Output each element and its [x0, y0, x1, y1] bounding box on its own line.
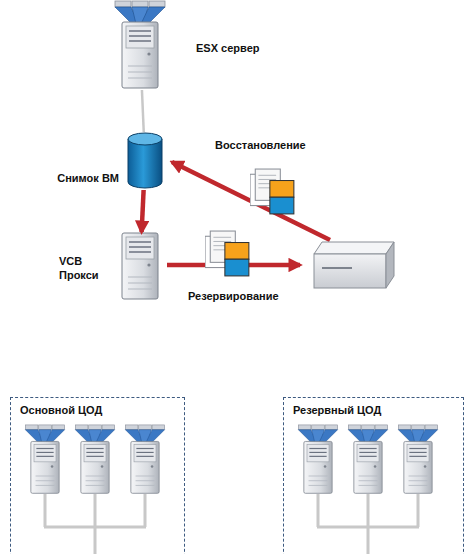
reserve-dc-servers: [398, 425, 437, 493]
restore-arrow: [172, 162, 330, 240]
esx-server: ESX сервер: [112, 0, 168, 90]
connector-line: [142, 190, 144, 232]
connector-line: [142, 90, 144, 132]
backup-label: Резервирование: [188, 289, 279, 303]
cylinder-body: [128, 139, 162, 188]
backup-package-icon: [250, 169, 294, 214]
reserve-dc-servers: [298, 425, 337, 493]
backup-package-icon: [205, 231, 249, 276]
server-icon: [115, 1, 165, 88]
reserve-dc-servers: [348, 425, 387, 493]
node-label: Основной ЦОД: [20, 403, 102, 417]
server-icon: [115, 232, 165, 300]
cylinder-top: [128, 133, 162, 145]
node-label: Снимок ВМ: [57, 171, 119, 185]
storage-device: [386, 242, 394, 288]
restore-arrow: [172, 162, 330, 240]
storage-device: [322, 267, 352, 269]
server-icon: [122, 233, 158, 299]
primary-dc-servers: [75, 425, 114, 493]
node-label: ESX сервер: [196, 41, 259, 55]
primary-dc-servers: [125, 425, 164, 493]
snapshot-cylinder: Снимок ВМ: [127, 132, 163, 190]
primary-dc-servers: [25, 425, 64, 493]
reserve-dc-servers: [317, 494, 419, 554]
node-label: VCB Прокси: [59, 254, 109, 282]
reserve-dc-servers: [298, 425, 437, 554]
storage-device: [314, 242, 394, 288]
primary-dc-servers: [25, 425, 164, 554]
proxy-server: VCB Прокси: [115, 232, 165, 300]
server-icon: [112, 0, 168, 90]
primary-dc-servers: [44, 494, 146, 554]
database-cylinder: [127, 132, 163, 190]
node-label: Резервный ЦОД: [293, 403, 381, 417]
storage-device: [314, 254, 386, 288]
storage-device: [314, 242, 394, 254]
restore-label: Восстановление: [215, 138, 306, 152]
